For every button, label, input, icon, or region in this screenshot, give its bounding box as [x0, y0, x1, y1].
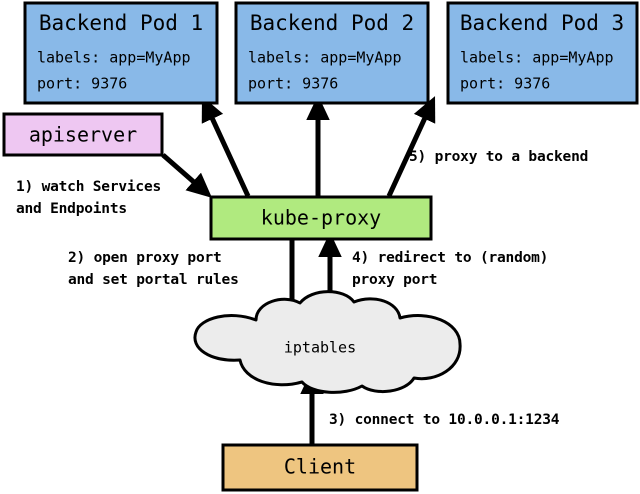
edge-kubeproxy-to-pod3	[386, 96, 436, 198]
backend-pod-1-port: port: 9376	[37, 75, 127, 93]
kube-proxy-node[interactable]: kube-proxy	[209, 195, 433, 241]
step-4-label: 4) redirect to (random) proxy port	[352, 250, 625, 288]
backend-pod-3-port: port: 9376	[460, 75, 550, 93]
client-node[interactable]: Client	[221, 443, 419, 492]
iptables-label: iptables	[284, 339, 356, 357]
edge-kubeproxy-to-pod1	[201, 96, 251, 198]
cloud-shape	[193, 290, 462, 394]
backend-pod-1-box[interactable]	[23, 1, 219, 105]
step-2-line-1: 2) open proxy port	[68, 250, 222, 266]
step-5-label: 5) proxy to a backend	[409, 149, 640, 165]
step-1-label: 1) watch Services and Endpoints	[16, 179, 238, 217]
step-3-label: 3) connect to 10.0.0.1:1234	[329, 412, 619, 428]
client-label: Client	[284, 455, 356, 479]
backend-pod-3-box[interactable]	[446, 1, 639, 105]
step-4-line-1: 4) redirect to (random)	[352, 250, 548, 266]
backend-pod-2[interactable]: Backend Pod 2 labels: app=MyApp port: 93…	[234, 1, 430, 105]
step-4-line-2: proxy port	[352, 272, 437, 288]
edge-apiserver-to-kubeproxy	[161, 153, 213, 198]
backend-pod-1-title: Backend Pod 1	[39, 11, 203, 35]
backend-pod-2-port: port: 9376	[248, 75, 338, 93]
kube-proxy-box[interactable]	[209, 195, 433, 241]
backend-pod-2-labels: labels: app=MyApp	[248, 49, 402, 67]
iptables-node: iptables	[193, 290, 462, 394]
apiserver-node[interactable]: apiserver	[2, 112, 164, 157]
backend-pod-3[interactable]: Backend Pod 3 labels: app=MyApp port: 93…	[446, 1, 639, 105]
backend-pod-1[interactable]: Backend Pod 1 labels: app=MyApp port: 93…	[23, 1, 219, 105]
step-labels-layer: 1) watch Services and Endpoints 2) open …	[16, 149, 640, 428]
step-2-line-2: and set portal rules	[68, 272, 239, 288]
backend-pod-1-labels: labels: app=MyApp	[37, 49, 191, 67]
kube-proxy-label: kube-proxy	[261, 206, 381, 230]
step-1-line-1: 1) watch Services	[16, 179, 161, 195]
step-3-line-1: 3) connect to 10.0.0.1:1234	[329, 412, 560, 428]
apiserver-label: apiserver	[29, 123, 137, 147]
step-2-label: 2) open proxy port and set portal rules	[68, 250, 298, 288]
backend-pod-2-box[interactable]	[234, 1, 430, 105]
step-1-line-2: and Endpoints	[16, 201, 127, 217]
client-box[interactable]	[221, 443, 419, 492]
backend-pod-2-title: Backend Pod 2	[250, 11, 414, 35]
backend-pod-3-labels: labels: app=MyApp	[460, 49, 614, 67]
backend-pod-3-title: Backend Pod 3	[460, 11, 624, 35]
step-5-line-1: 5) proxy to a backend	[409, 149, 588, 165]
apiserver-box[interactable]	[2, 112, 164, 157]
